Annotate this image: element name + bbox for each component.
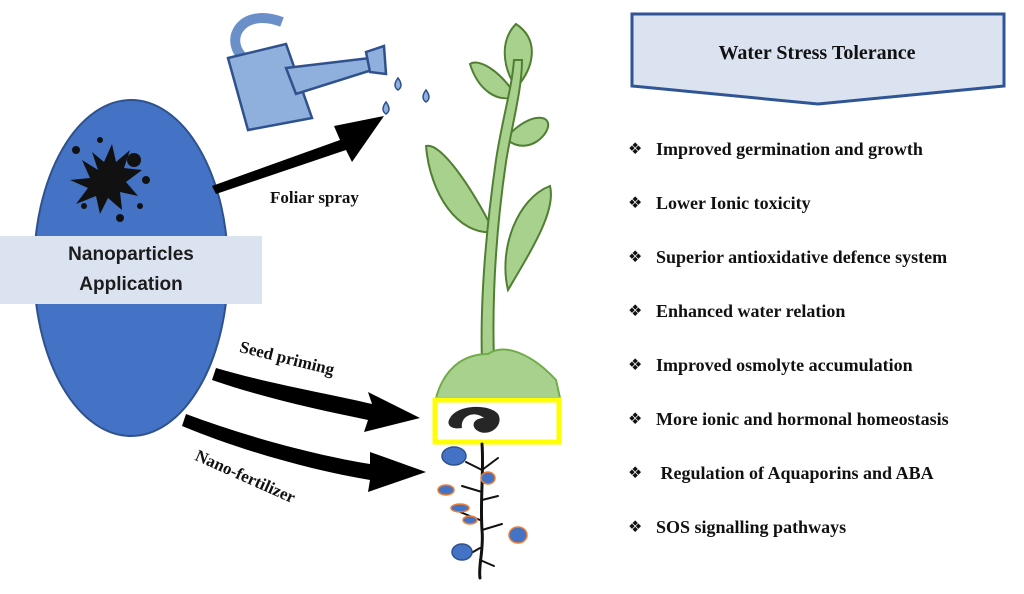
banner-shape <box>630 12 1006 106</box>
bullet-icon: ❖ <box>628 355 643 374</box>
application-line2: Application <box>79 274 183 295</box>
benefits-list: ❖Improved germination and growth ❖Lower … <box>628 138 949 570</box>
nanoparticle-splat-icon <box>70 137 150 222</box>
benefit-item: ❖Superior antioxidative defence system <box>628 247 948 267</box>
application-line1: Nanoparticles <box>68 244 194 265</box>
benefit-item: ❖Lower Ionic toxicity <box>628 193 811 213</box>
benefit-item: ❖SOS signalling pathways <box>628 517 847 537</box>
bullet-icon: ❖ <box>628 517 643 536</box>
bullet-icon: ❖ <box>628 193 643 212</box>
bullet-icon: ❖ <box>628 139 643 158</box>
nano-fertilizer-arrow <box>182 414 426 492</box>
watering-can-icon <box>226 13 388 132</box>
seed-icon <box>448 406 500 433</box>
plant-icon <box>424 22 562 399</box>
bullet-icon: ❖ <box>628 247 643 266</box>
nanoparticles-in-soil <box>437 446 528 561</box>
soil-mound <box>434 348 562 399</box>
roots-icon <box>459 442 503 580</box>
benefit-item: ❖More ionic and hormonal homeostasis <box>628 409 949 429</box>
benefit-item: ❖ Regulation of Aquaporins and ABA <box>628 463 934 483</box>
foliar-arrow <box>212 116 384 194</box>
foliar-spray-label: Foliar spray <box>270 188 359 207</box>
nanoparticles-application-label: Nanoparticles Application <box>0 236 262 304</box>
bullet-icon: ❖ <box>628 409 643 428</box>
water-drops <box>382 76 430 115</box>
benefit-item: ❖Enhanced water relation <box>628 301 846 321</box>
bullet-icon: ❖ <box>628 301 643 320</box>
seed-priming-arrow <box>212 368 420 432</box>
bullet-icon: ❖ <box>628 463 643 482</box>
benefit-item: ❖Improved germination and growth <box>628 139 923 159</box>
banner-title: Water Stress Tolerance <box>718 41 916 64</box>
benefit-item: ❖Improved osmolyte accumulation <box>628 355 913 375</box>
